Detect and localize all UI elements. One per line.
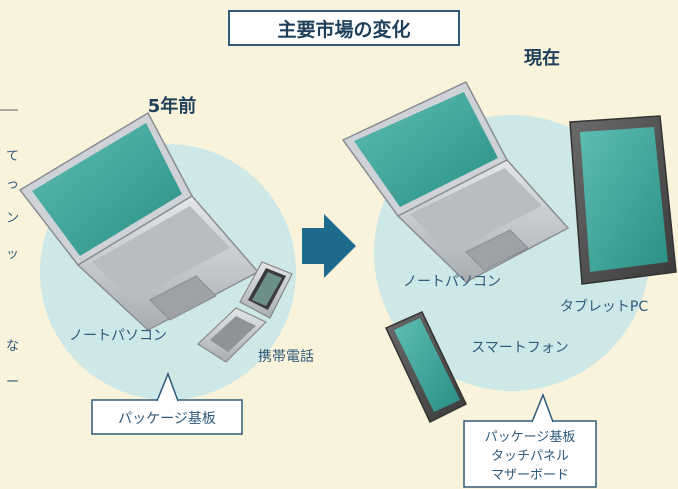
smartphone-icon xyxy=(384,311,467,424)
callout-line: パッケージ基板 xyxy=(118,410,216,427)
flip-phone-icon xyxy=(197,261,293,363)
callout-line: タッチパネル xyxy=(491,449,569,464)
after-tablet-label: タブレットPC xyxy=(560,298,648,315)
after-callout: パッケージ基板 タッチパネル マザーボード xyxy=(463,392,597,488)
side-char: っ xyxy=(6,177,19,192)
laptop-icon xyxy=(18,111,260,331)
side-text: て っ ン ッ な ー xyxy=(6,149,19,390)
side-char: ッ xyxy=(6,247,19,262)
arrow-icon xyxy=(302,214,356,278)
tablet-icon xyxy=(569,115,677,285)
before-heading: 5年前 xyxy=(148,95,197,117)
before-laptop-label: ノートパソコン xyxy=(69,328,167,344)
side-char: ー xyxy=(6,375,19,390)
side-char: な xyxy=(6,339,19,354)
callout-line: マザーボード xyxy=(491,468,569,483)
laptop-icon xyxy=(341,81,570,283)
callout-line: パッケージ基板 xyxy=(485,430,576,445)
before-phone-label: 携帯電話 xyxy=(258,348,314,365)
before-callout: パッケージ基板 xyxy=(91,371,243,435)
after-heading: 現在 xyxy=(524,47,560,69)
after-smartphone-label: スマートフォン xyxy=(471,340,569,356)
page-title: 主要市場の変化 xyxy=(277,18,410,41)
side-char: て xyxy=(6,149,19,164)
after-laptop-label: ノートパソコン xyxy=(403,274,501,290)
title-box: 主要市場の変化 xyxy=(228,10,460,46)
side-char: ン xyxy=(6,211,19,226)
